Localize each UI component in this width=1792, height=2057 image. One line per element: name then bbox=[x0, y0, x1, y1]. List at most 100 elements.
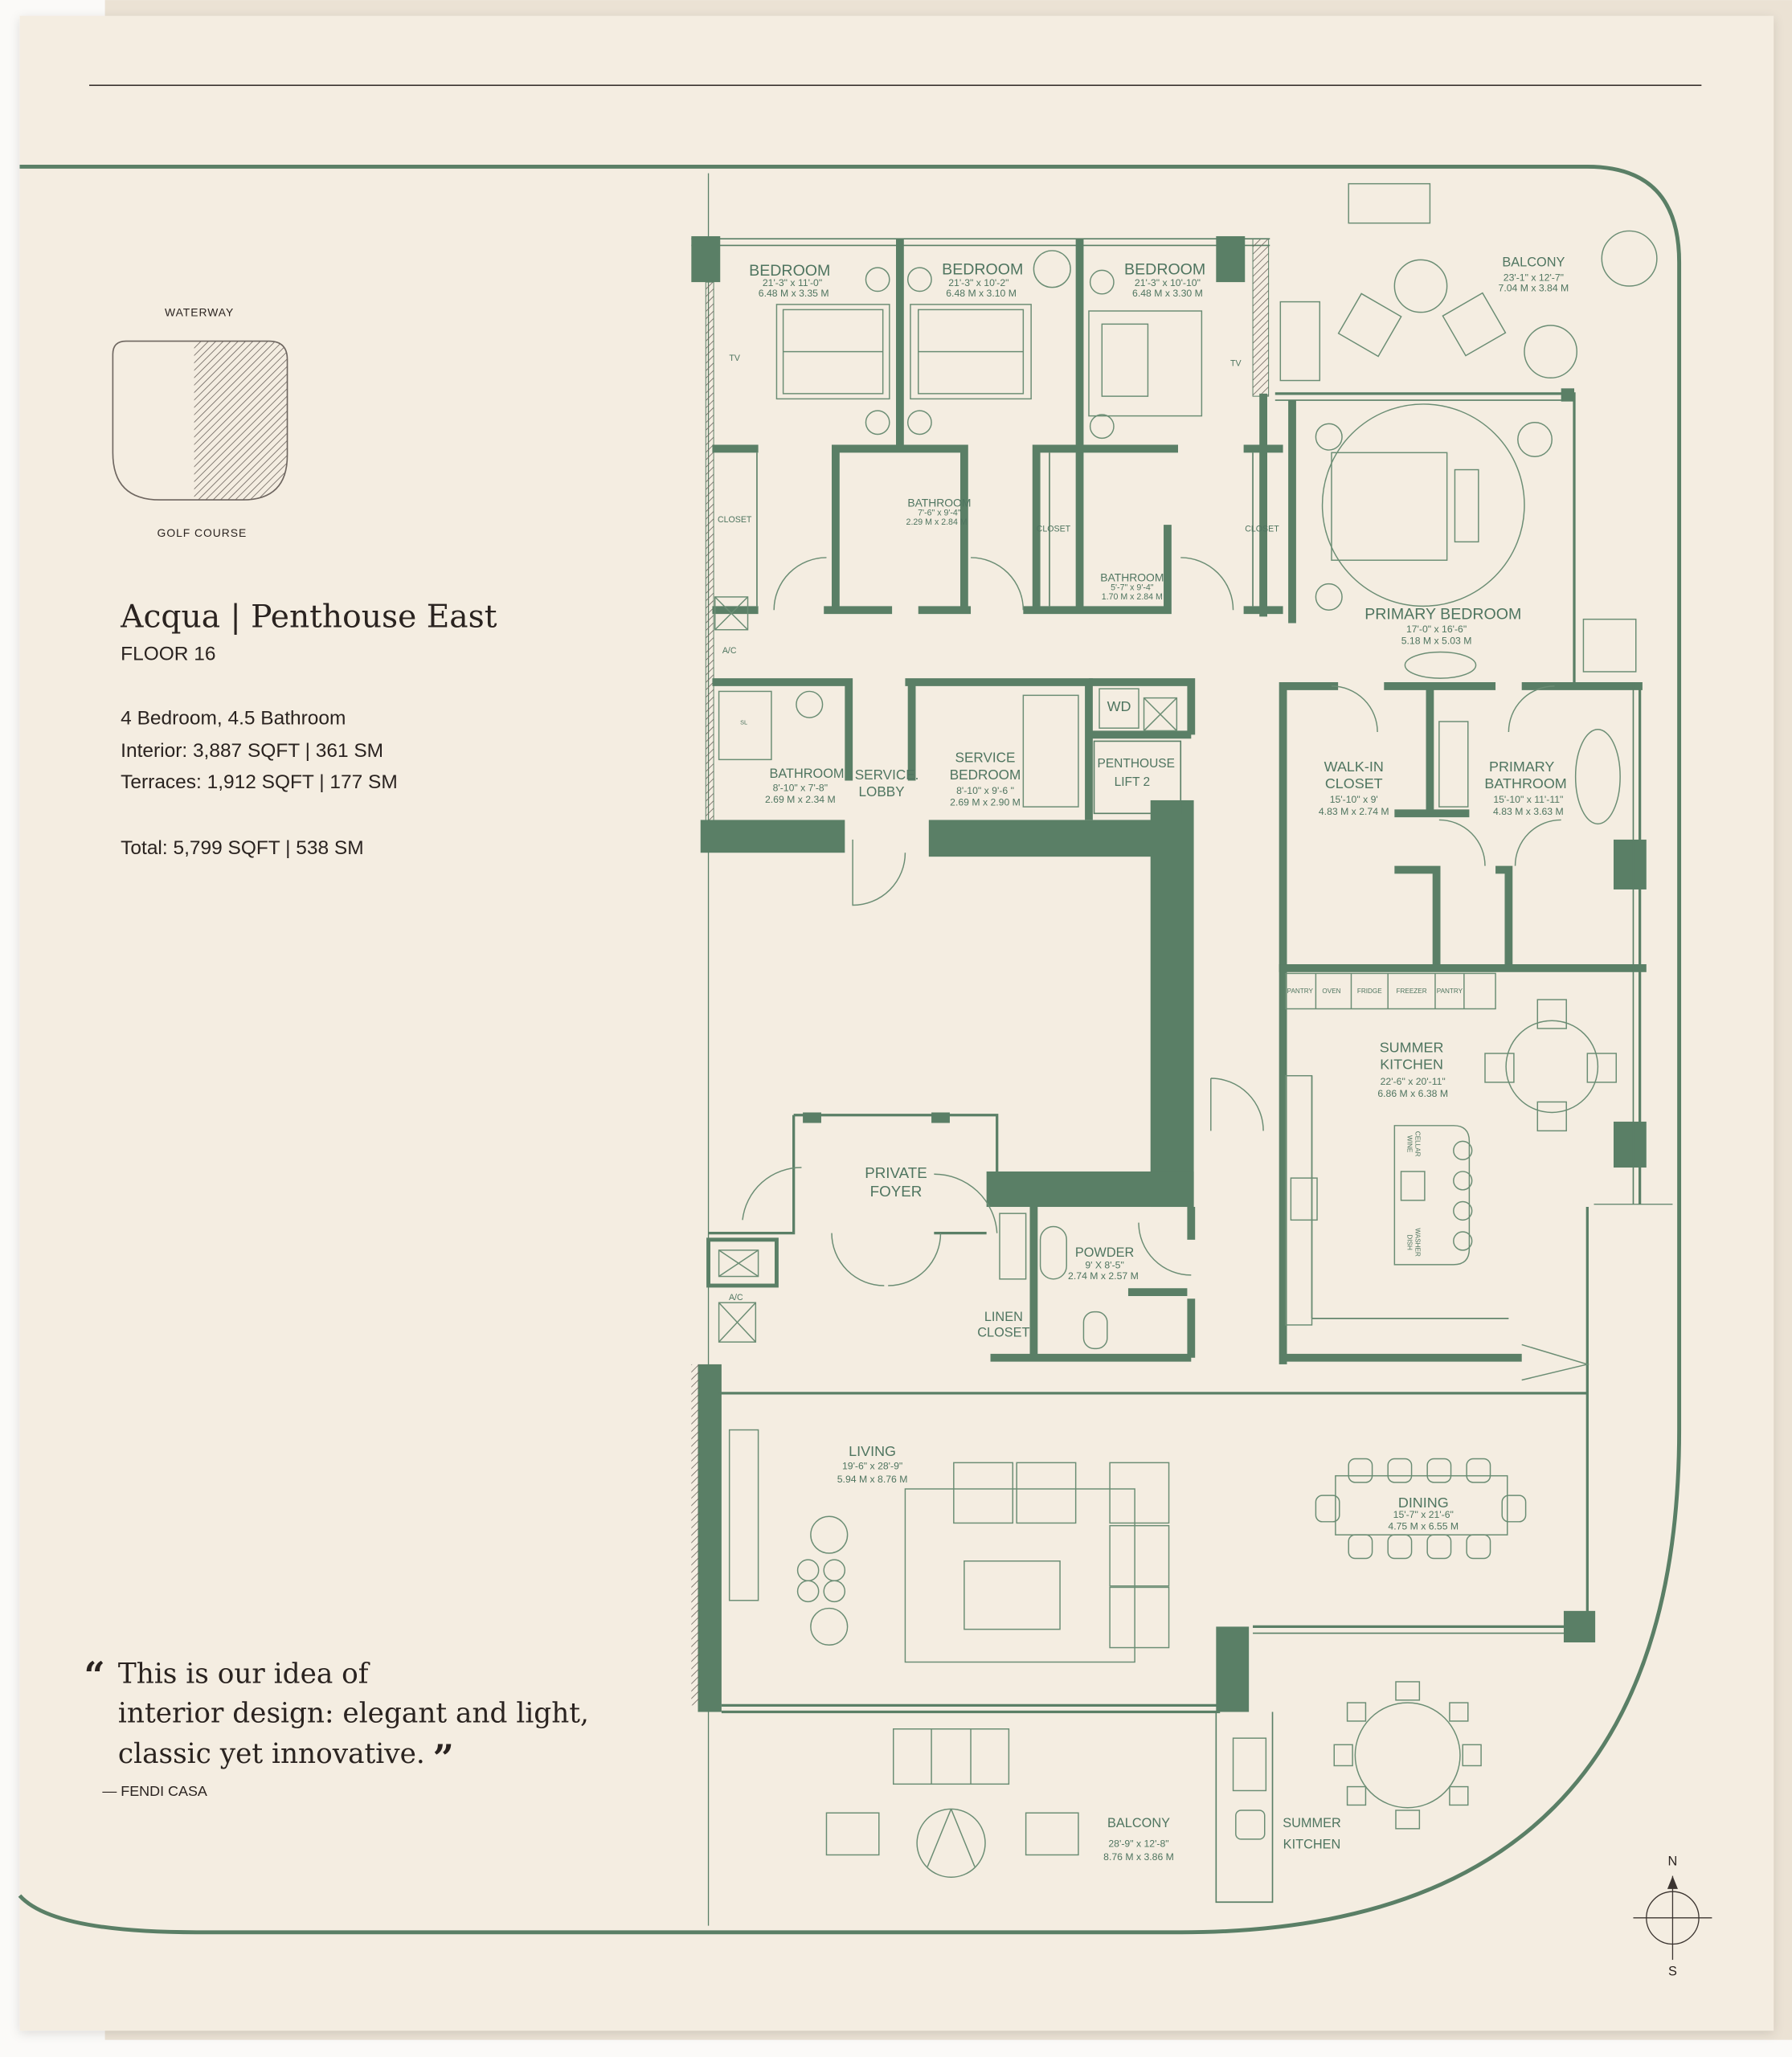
room-name: KITCHEN bbox=[1283, 1837, 1341, 1851]
room-dim-metric: 4.83 M x 2.74 M bbox=[1319, 806, 1389, 817]
room-balcony-north[interactable]: BALCONY 23'-1" x 12'-7" 7.04 M x 3.84 M bbox=[1499, 256, 1569, 294]
room-dim-imperial: 8'-10" x 7'-8" bbox=[773, 783, 828, 794]
ac-label: A/C bbox=[729, 1293, 743, 1302]
room-private-foyer[interactable]: PRIVATE FOYER bbox=[865, 1164, 927, 1200]
room-dim-metric: 6.48 M x 3.35 M bbox=[759, 288, 829, 299]
room-name: LOBBY bbox=[858, 783, 905, 799]
bar-stools bbox=[1453, 1140, 1473, 1251]
tv-label: TV bbox=[729, 354, 740, 363]
room-bathroom-3[interactable]: BATHROOM 5'-7" x 9'-4" 1.70 M x 2.84 M bbox=[1100, 570, 1164, 602]
key-plan-outline bbox=[112, 340, 288, 501]
quote: “ This is our idea of interior design: e… bbox=[84, 1654, 588, 1799]
room-bedroom-3[interactable]: BEDROOM 21'-3" x 10'-10" 6.48 M x 3.30 M bbox=[1124, 260, 1205, 299]
room-name: LINEN bbox=[984, 1310, 1023, 1324]
room-living[interactable]: LIVING 19'-6" x 28'-9" 5.94 M x 8.76 M bbox=[837, 1443, 908, 1485]
room-labels: BEDROOM 21'-3" x 11'-0" 6.48 M x 3.35 M … bbox=[749, 256, 1569, 1863]
quote-line: This is our idea of bbox=[118, 1658, 370, 1691]
room-dim-imperial: 28'-9" x 12'-8" bbox=[1108, 1838, 1168, 1850]
room-name: SERVICE bbox=[955, 750, 1016, 766]
room-name: SUMMER bbox=[1283, 1816, 1341, 1830]
room-name: WALK-IN bbox=[1324, 759, 1384, 775]
room-dim-metric: 5.18 M x 5.03 M bbox=[1401, 636, 1472, 647]
wine-cellar-label: CELLAR bbox=[1414, 1131, 1421, 1157]
room-linen-closet[interactable]: LINEN CLOSET bbox=[977, 1310, 1029, 1340]
room-dim-metric: 2.69 M x 2.34 M bbox=[765, 794, 836, 805]
room-dim-metric: 2.29 M x 2.84 M bbox=[906, 517, 968, 527]
room-service-bedroom[interactable]: SERVICE BEDROOM 8'-10" x 9'-6 " 2.69 M x… bbox=[950, 750, 1021, 808]
room-dim-metric: 8.76 M x 3.86 M bbox=[1103, 1851, 1174, 1863]
compass-north: N bbox=[1668, 1855, 1678, 1869]
quote-close-mark: ” bbox=[433, 1736, 454, 1780]
unit-info: Acqua | Penthouse East FLOOR 16 4 Bedroo… bbox=[120, 599, 497, 858]
quote-author: — FENDI CASA bbox=[102, 1783, 207, 1799]
room-name: BEDROOM bbox=[1124, 260, 1205, 278]
closet-label: CLOSET bbox=[1037, 524, 1071, 534]
unit-total-area: Total: 5,799 SQFT | 538 SM bbox=[121, 837, 363, 859]
room-name: BALCONY bbox=[1502, 256, 1565, 270]
room-name: CLOSET bbox=[977, 1326, 1029, 1340]
lift-name: PENTHOUSE bbox=[1098, 757, 1175, 771]
closet-label: CLOSET bbox=[1245, 524, 1279, 534]
room-dim-metric: 5.94 M x 8.76 M bbox=[837, 1474, 908, 1485]
room-primary-bathroom[interactable]: PRIMARY BATHROOM 15'-10" x 11'-11" 4.83 … bbox=[1484, 759, 1566, 817]
room-primary-bedroom[interactable]: PRIMARY BEDROOM 17'-0" x 16'-6" 5.18 M x… bbox=[1364, 606, 1521, 647]
key-plan: WATERWAY GOLF COURSE bbox=[112, 306, 288, 539]
key-plan-golf-course: GOLF COURSE bbox=[158, 526, 248, 539]
room-balcony-south[interactable]: BALCONY 28'-9" x 12'-8" 8.76 M x 3.86 M bbox=[1103, 1816, 1174, 1863]
room-name: DINING bbox=[1398, 1495, 1449, 1511]
room-name: FOYER bbox=[870, 1183, 923, 1200]
room-dim-metric: 6.48 M x 3.30 M bbox=[1132, 288, 1203, 299]
room-summer-kitchen[interactable]: SUMMER KITCHEN 22'-6" x 20'-11" 6.86 M x… bbox=[1377, 1039, 1448, 1099]
tv-label: TV bbox=[1230, 359, 1242, 369]
room-name: BALCONY bbox=[1107, 1816, 1170, 1830]
room-service-bathroom[interactable]: BATHROOM 8'-10" x 7'-8" 2.69 M x 2.34 M bbox=[765, 767, 845, 805]
room-dim-metric: 4.83 M x 3.63 M bbox=[1493, 806, 1564, 817]
room-dim-metric: 4.75 M x 6.55 M bbox=[1388, 1521, 1459, 1532]
room-dim-imperial: 15'-10" x 11'-11" bbox=[1493, 794, 1563, 805]
room-dim-imperial: 19'-6" x 28'-9" bbox=[842, 1461, 902, 1472]
wine-cellar-label: WINE bbox=[1406, 1135, 1414, 1153]
room-name: CLOSET bbox=[1325, 775, 1383, 791]
room-summer-kitchen-south[interactable]: SUMMER KITCHEN bbox=[1283, 1816, 1341, 1851]
room-dim-imperial: 17'-0" x 16'-6" bbox=[1406, 624, 1467, 635]
room-name: PRIMARY bbox=[1489, 759, 1554, 775]
room-dim-imperial: 5'-7" x 9'-4" bbox=[1111, 583, 1154, 593]
room-dim-imperial: 23'-1" x 12'-7" bbox=[1504, 272, 1564, 283]
sliding-label: SL bbox=[740, 718, 747, 726]
room-name: BATHROOM bbox=[769, 767, 844, 781]
room-service-lobby[interactable]: SERVICE. LOBBY bbox=[855, 767, 919, 799]
room-dim-imperial: 21'-3" x 10'-10" bbox=[1135, 277, 1201, 288]
unit-bedrooms: 4 Bedroom, 4.5 Bathroom bbox=[121, 707, 346, 729]
compass-south: S bbox=[1668, 1965, 1677, 1979]
room-powder[interactable]: POWDER 9' X 8'-5" 2.74 M x 2.57 M bbox=[1068, 1245, 1139, 1282]
room-name: KITCHEN bbox=[1380, 1057, 1443, 1073]
room-bedroom-2[interactable]: BEDROOM 21'-3" x 10'-2" 6.48 M x 3.10 M bbox=[942, 260, 1023, 299]
unit-terrace-area: Terraces: 1,912 SQFT | 177 SM bbox=[121, 771, 398, 793]
unit-floor: FLOOR 16 bbox=[121, 643, 215, 665]
unit-title: Acqua | Penthouse East bbox=[120, 599, 497, 635]
room-dining[interactable]: DINING 15'-7" x 21'-6" 4.75 M x 6.55 M bbox=[1388, 1495, 1459, 1532]
room-walk-in-closet[interactable]: WALK-IN CLOSET 15'-10" x 9' 4.83 M x 2.7… bbox=[1319, 759, 1389, 817]
room-dim-metric: 6.48 M x 3.10 M bbox=[946, 288, 1017, 299]
room-laundry[interactable]: WD bbox=[1107, 698, 1131, 714]
room-bedroom-1[interactable]: BEDROOM 21'-3" x 11'-0" 6.48 M x 3.35 M bbox=[749, 262, 830, 299]
site-boundary bbox=[18, 164, 1682, 1935]
compass: N S bbox=[1633, 1855, 1712, 1979]
room-bathroom-shared[interactable]: BATHROOM 7'-6" x 9'-4" 2.29 M x 2.84 M bbox=[906, 496, 972, 527]
quote-open-mark: “ bbox=[84, 1654, 104, 1697]
key-plan-waterway: WATERWAY bbox=[165, 306, 234, 319]
room-name: BATHROOM bbox=[1100, 570, 1164, 583]
room-dim-imperial: 15'-7" x 21'-6" bbox=[1393, 1509, 1454, 1520]
room-dim-imperial: 15'-10" x 9' bbox=[1330, 794, 1378, 805]
furniture bbox=[714, 182, 1658, 1878]
dishwasher-label: WASHER bbox=[1414, 1228, 1421, 1257]
room-name: SERVICE. bbox=[855, 767, 919, 783]
room-dim-imperial: 21'-3" x 11'-0" bbox=[763, 277, 822, 288]
freezer-label: FREEZER bbox=[1397, 988, 1427, 995]
room-name: BEDROOM bbox=[942, 260, 1023, 278]
room-dim-metric: 6.86 M x 6.38 M bbox=[1377, 1088, 1448, 1099]
room-name: POWDER bbox=[1075, 1245, 1135, 1260]
dishwasher-label: DISH bbox=[1406, 1234, 1414, 1250]
penthouse-lift[interactable]: PENTHOUSE LIFT 2 bbox=[1098, 757, 1175, 789]
